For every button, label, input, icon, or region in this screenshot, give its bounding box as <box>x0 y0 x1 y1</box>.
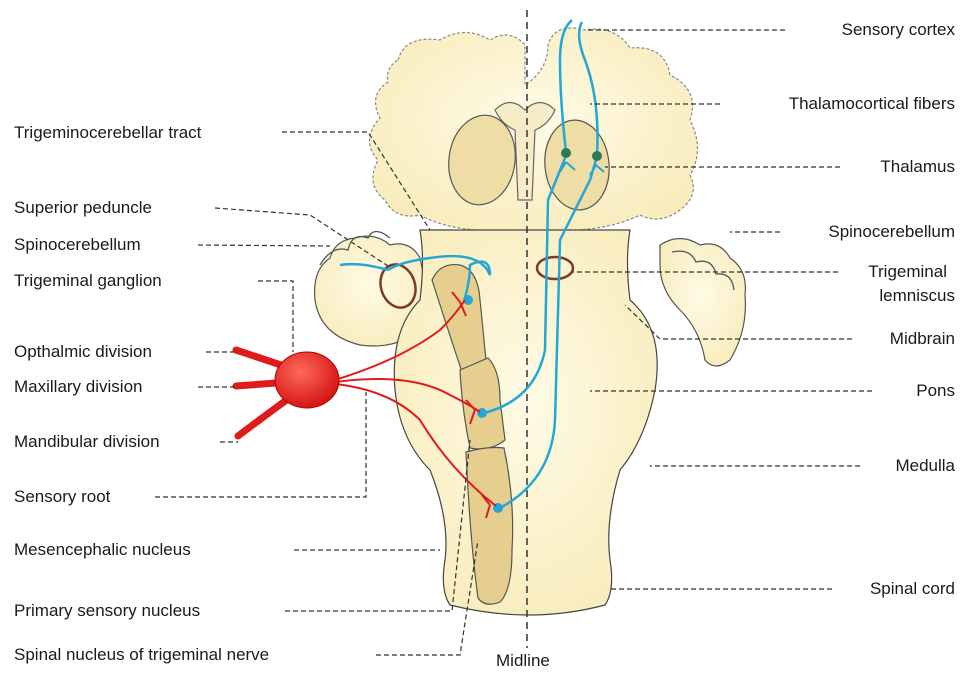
label-midline: Midline <box>496 651 550 671</box>
label-mandibular-division: Mandibular division <box>14 432 160 452</box>
label-spinocerebellum-left: Spinocerebellum <box>14 235 141 255</box>
trigeminal-ganglion <box>275 352 339 408</box>
leader-sensory-root <box>155 392 366 497</box>
thalamus-terminal-2 <box>592 151 602 161</box>
label-midbrain: Midbrain <box>890 329 955 349</box>
label-sensory-cortex: Sensory cortex <box>842 20 955 40</box>
label-superior-peduncle: Superior peduncle <box>14 198 152 218</box>
label-opthalmic-division: Opthalmic division <box>14 342 152 362</box>
label-trigeminal-ganglion: Trigeminal ganglion <box>14 271 162 291</box>
label-spinal-cord: Spinal cord <box>870 579 955 599</box>
label-mesencephalic-nucleus: Mesencephalic nucleus <box>14 540 191 560</box>
label-trigeminocerebellar-tract: Trigeminocerebellar tract <box>14 123 201 143</box>
thalamus-terminal-1 <box>561 148 571 158</box>
label-maxillary-division: Maxillary division <box>14 377 142 397</box>
brainstem <box>394 230 657 615</box>
label-thalamocortical-fibers: Thalamocortical fibers <box>789 94 955 114</box>
label-trigeminal-lemniscus-2: lemniscus <box>879 286 955 306</box>
leader-spinocerebellum-left <box>198 245 330 246</box>
label-medulla: Medulla <box>895 456 955 476</box>
label-primary-sensory-nucleus: Primary sensory nucleus <box>14 601 200 621</box>
leader-trigeminal-ganglion <box>258 281 293 352</box>
terminal-primary <box>477 408 487 418</box>
label-spinal-nucleus: Spinal nucleus of trigeminal nerve <box>14 645 269 665</box>
spinocerebellum-right <box>660 239 745 367</box>
label-trigeminal-lemniscus-1: Trigeminal <box>868 262 947 282</box>
label-thalamus: Thalamus <box>880 157 955 177</box>
mandibular-division-nerve <box>238 396 292 436</box>
label-spinocerebellum-right: Spinocerebellum <box>828 222 955 242</box>
label-pons: Pons <box>916 381 955 401</box>
label-sensory-root: Sensory root <box>14 487 110 507</box>
